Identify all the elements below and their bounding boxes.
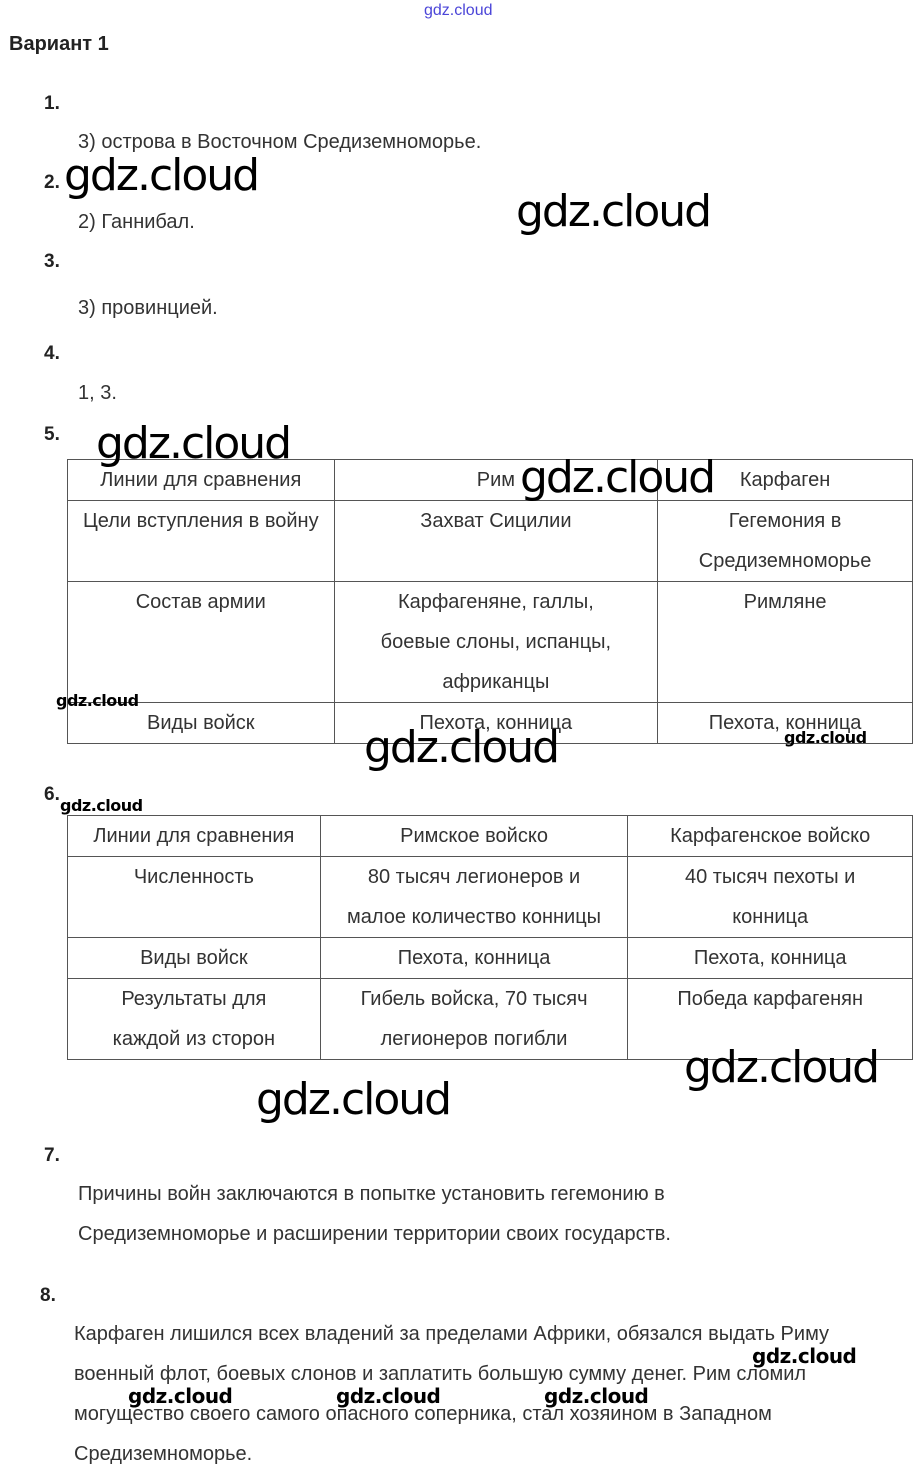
table-cell: Гибель войска, 70 тысяч легионеров погиб… — [319, 978, 629, 1060]
table-cell: Численность — [67, 856, 321, 938]
table-cell: Виды войск — [67, 937, 321, 979]
table-cell: Пехота, конница — [657, 702, 913, 744]
watermark: gdz.cloud — [752, 1344, 857, 1368]
table-cell: Пехота, конница — [319, 937, 629, 979]
watermark: gdz.cloud — [364, 722, 560, 773]
table-cell: Победа карфагенян — [627, 978, 913, 1060]
answer: 3) острова в Восточном Средиземноморье. — [78, 131, 482, 153]
table-cell: 80 тысяч легионеров и малое количество к… — [319, 856, 629, 938]
table-cell: Захват Сицилии — [333, 500, 659, 582]
table-cell: Пехота, конница — [627, 937, 913, 979]
table-cell: Пехота, конница — [333, 702, 659, 744]
header-cell: Линии для сравнения — [67, 815, 321, 857]
answer: Карфаген лишился всех владений за предел… — [74, 1323, 830, 1465]
question-number: 4. — [44, 343, 60, 364]
answer: 2) Ганнибал. — [78, 211, 195, 233]
watermark: gdz.cloud — [520, 452, 716, 503]
page-title: Вариант 1 — [9, 33, 109, 55]
watermark: gdz.cloud — [544, 1384, 649, 1408]
table-cell: Результаты для каждой из сторон — [67, 978, 321, 1060]
header-cell: Римское войско — [319, 815, 629, 857]
watermark: gdz.cloud — [784, 728, 867, 747]
header-cell: Карфагенское войско — [627, 815, 913, 857]
question-number: 8. — [40, 1285, 56, 1306]
watermark: gdz.cloud — [96, 418, 292, 469]
header-cell: Карфаген — [657, 459, 913, 501]
question-number: 1. — [44, 93, 60, 114]
table-cell: Римляне — [657, 581, 913, 703]
watermark: gdz.cloud — [684, 1042, 880, 1093]
question-number: 2. — [44, 172, 60, 193]
table-cell: Карфагеняне, галлы, боевые слоны, испанц… — [333, 581, 659, 703]
answer: 1, 3. — [78, 382, 117, 404]
question-number: 5. — [44, 424, 60, 445]
question-number: 6. — [44, 784, 60, 805]
question-number: 3. — [44, 251, 60, 272]
table-cell: Состав армии — [67, 581, 335, 703]
answer: Причины войн заключаются в попытке устан… — [78, 1183, 671, 1245]
watermark: gdz.cloud — [60, 796, 143, 815]
table-cell: Гегемония в Средиземноморье — [657, 500, 913, 582]
watermark: gdz.cloud — [128, 1384, 233, 1408]
watermark: gdz.cloud — [336, 1384, 441, 1408]
watermark: gdz.cloud — [256, 1074, 452, 1125]
watermark: gdz.cloud — [56, 691, 139, 710]
table-cell: Виды войск — [67, 702, 335, 744]
answer: 3) провинцией. — [78, 297, 218, 319]
header-cell: Линии для сравнения — [67, 459, 335, 501]
header-cell: Рим — [333, 459, 659, 501]
watermark: gdz.cloud — [516, 186, 712, 237]
site-link[interactable]: gdz.cloud — [424, 2, 493, 19]
table-cell: Цели вступления в войну — [67, 500, 335, 582]
watermark: gdz.cloud — [64, 150, 260, 201]
table-cell: 40 тысяч пехоты и конница — [627, 856, 913, 938]
question-number: 7. — [44, 1145, 60, 1166]
